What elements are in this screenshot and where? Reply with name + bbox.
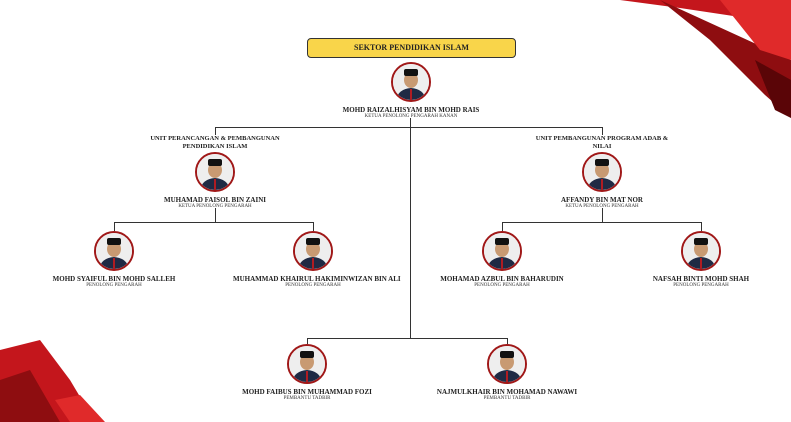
connector [410,118,411,338]
connector [602,208,603,222]
person-name: MOHD SYAIFUL BIN MOHD SALLEH [52,275,176,283]
connector [307,338,508,339]
connector [313,222,314,231]
corner-decoration-bottom-left [0,340,105,422]
connector [307,338,308,344]
connector [701,222,702,231]
person-name: MOHD FAIBUS BIN MUHAMMAD FOZI [242,388,372,396]
person-name: MOHAMAD AZBUL BIN BAHARUDIN [440,275,564,283]
person-role: PENOLONG PENGARAH [673,283,729,288]
connector [114,222,115,231]
person-name: MOHD RAIZALHISYAM BIN MOHD RAIS [342,106,480,114]
corner-decoration-top-right [620,0,791,118]
connector [114,222,314,223]
unit-label-perancangan: UNIT PERANCANGAN & PEMBANGUNAN PENDIDIKA… [150,135,280,150]
person-role: KETUA PENOLONG PENGARAH [565,204,639,209]
connector [602,127,603,135]
person-name: MUHAMMAD KHAIRUL HAKIMINWIZAN BIN ALI [233,275,401,283]
connector [215,127,216,135]
connector [502,222,503,231]
person-role: PENOLONG PENGARAH [86,283,142,288]
profile-photo [582,152,622,192]
person-name: NAJMULKHAIR BIN MOHAMAD NAWAWI [436,388,578,396]
profile-photo [482,231,522,271]
profile-photo [681,231,721,271]
profile-photo [487,344,527,384]
sector-title: SEKTOR PENDIDIKAN ISLAM [307,38,516,58]
person-role: PEMBANTU TADBIR [483,396,531,401]
person-role: PENOLONG PENGARAH [474,283,530,288]
unit-label-adab-nilai: UNIT PEMBANGUNAN PROGRAM ADAB & NILAI [535,135,669,150]
person-role: KETUA PENOLONG PENGARAH [178,204,252,209]
person-role: PENOLONG PENGARAH [285,283,341,288]
profile-photo [293,231,333,271]
profile-photo [391,62,431,102]
connector [215,127,603,128]
person-name: NAFSAH BINTI MOHD SHAH [652,275,750,283]
person-name: AFFANDY BIN MAT NOR [561,196,643,204]
connector [502,222,702,223]
profile-photo [195,152,235,192]
person-name: MUHAMAD FAISOL BIN ZAINI [164,196,266,204]
profile-photo [287,344,327,384]
person-role: PEMBANTU TADBIR [283,396,331,401]
profile-photo [94,231,134,271]
connector [507,338,508,344]
connector [215,208,216,222]
person-role: KETUA PENOLONG PENGARAH KANAN [364,114,458,119]
